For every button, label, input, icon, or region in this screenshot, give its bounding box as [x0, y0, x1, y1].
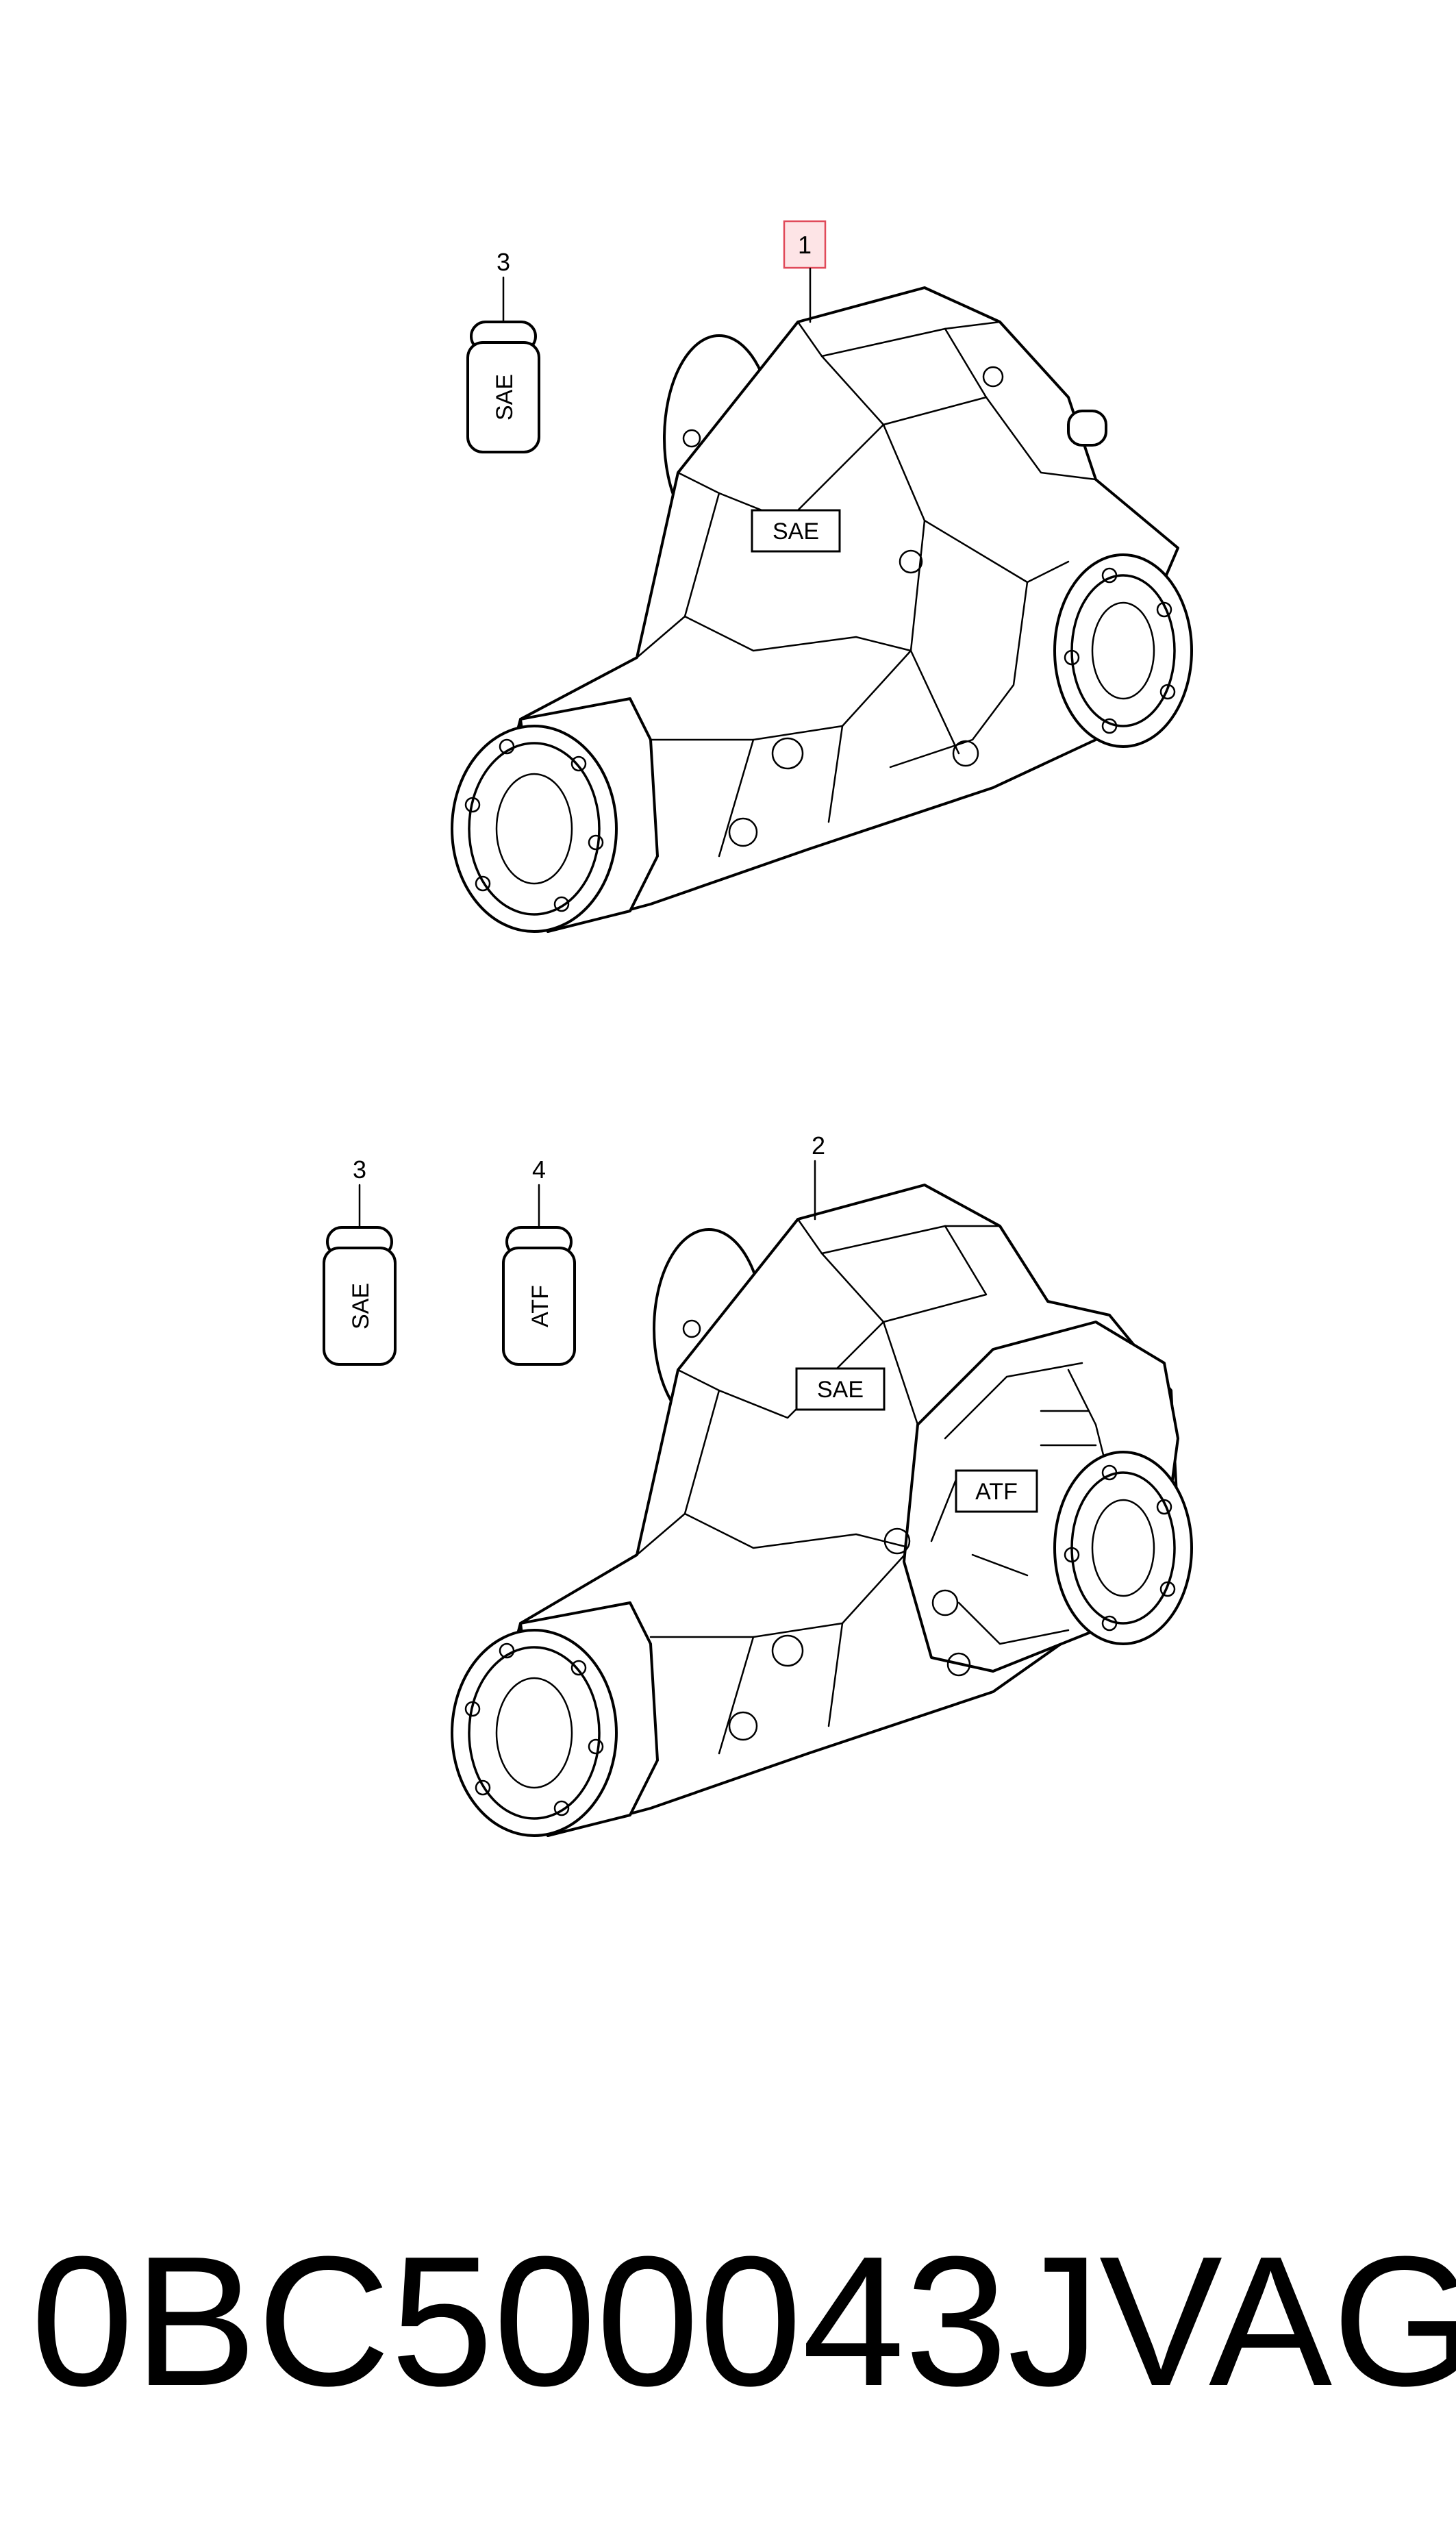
svg-text:ATF: ATF: [975, 1479, 1018, 1505]
fluid-bottle-atf[interactable]: 4 ATF: [502, 1155, 576, 1366]
brand-name: VAG: [1099, 2219, 1456, 2425]
rear-differential-1[interactable]: [451, 286, 1193, 933]
cover-label-atf: ATF: [955, 1469, 1038, 1513]
bottle-label: SAE: [348, 1283, 374, 1329]
housing-label-sae-2: SAE: [795, 1367, 886, 1411]
fluid-bottle-sae-1[interactable]: 3 SAE: [466, 248, 540, 453]
housing-label-sae-1: SAE: [751, 509, 841, 553]
bottle-label: ATF: [527, 1285, 553, 1327]
callout-4: 4: [532, 1155, 546, 1184]
callout-1-highlight: [783, 220, 827, 269]
fluid-bottle-sae-2[interactable]: 3 SAE: [323, 1155, 397, 1366]
callout-1[interactable]: 1: [798, 231, 812, 259]
callout-3-bottom: 3: [353, 1155, 366, 1184]
part-number: 0BC500043J: [31, 2219, 1101, 2425]
callout-2[interactable]: 2: [812, 1132, 825, 1160]
bottle-label: SAE: [492, 374, 518, 421]
svg-text:SAE: SAE: [773, 518, 819, 545]
svg-text:SAE: SAE: [817, 1377, 864, 1403]
callout-3-top: 3: [497, 248, 510, 276]
rear-differential-2[interactable]: [451, 1184, 1193, 1837]
